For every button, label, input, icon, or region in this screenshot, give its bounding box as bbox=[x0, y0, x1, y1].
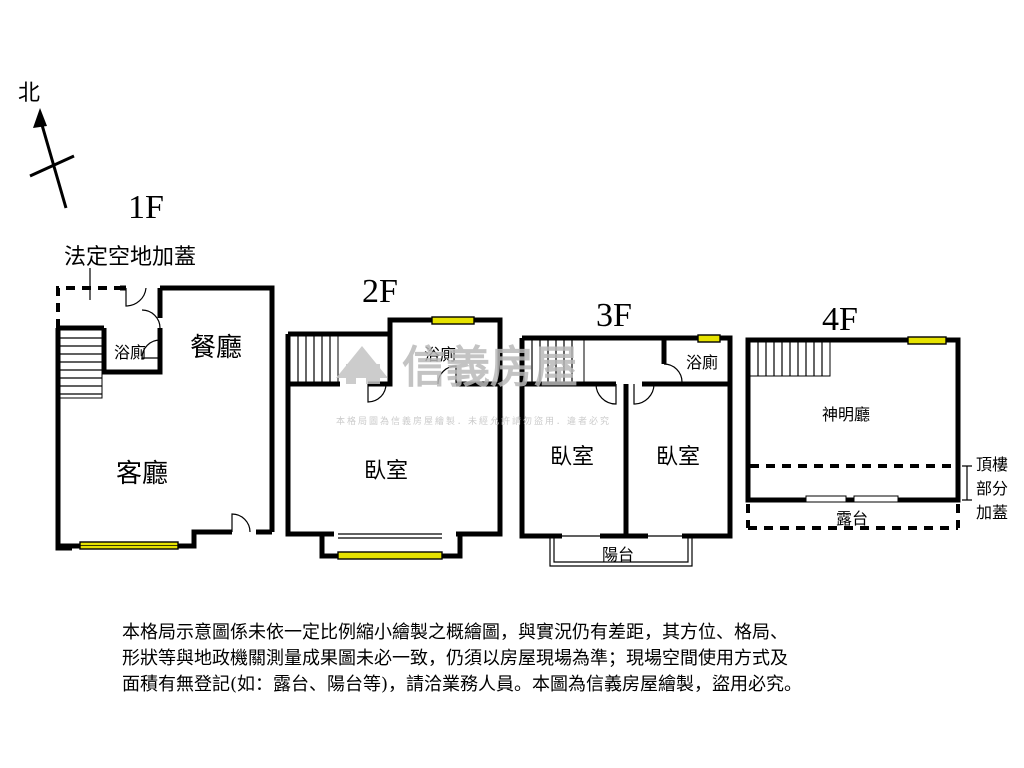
north-compass: 北 bbox=[18, 81, 75, 209]
rooftop-note-bracket bbox=[962, 465, 972, 501]
floor-4f-title: 4F bbox=[822, 301, 858, 338]
door-1f-entrance bbox=[231, 513, 251, 533]
watermark-brand: 信義房屋 bbox=[402, 342, 578, 393]
room-3f-bedroom-right: 臥室 bbox=[656, 445, 700, 470]
window-2f-bay bbox=[337, 551, 443, 560]
floor-1f: 1F 法定空地加蓋 浴廁 餐廳 客廳 bbox=[55, 189, 275, 551]
window-4f bbox=[907, 336, 947, 345]
wall-2f-left bbox=[285, 334, 334, 537]
door-2f-bath bbox=[437, 365, 457, 385]
door-3f-bath bbox=[663, 363, 683, 383]
door-1f-bath bbox=[141, 339, 161, 359]
sliding-door-4f-right bbox=[853, 495, 899, 503]
balcony-3f-rail bbox=[549, 536, 693, 567]
floor-2f-title: 2F bbox=[362, 273, 398, 310]
window-2f-bath bbox=[431, 316, 475, 325]
floor-2f: 2F 浴廁 臥室 bbox=[285, 273, 503, 560]
brand-logo-icon bbox=[336, 346, 388, 384]
annex-label: 法定空地加蓋 bbox=[64, 245, 196, 270]
rooftop-note-line-2: 部分 bbox=[976, 479, 1008, 498]
door-1f-annex bbox=[125, 287, 147, 307]
wall-1f-bath bbox=[101, 328, 163, 375]
disclaimer-line: 形狀等與地政機關測量成果圖未必一致，仍須以房屋現場為準；現場空間使用方式及 bbox=[122, 648, 788, 669]
rooftop-note-line-1: 頂樓 bbox=[976, 455, 1008, 474]
sliding-door-4f-left bbox=[805, 495, 847, 503]
door-1f-upper bbox=[141, 309, 161, 329]
room-2f-bedroom: 臥室 bbox=[364, 459, 408, 484]
room-4f-shrine: 神明廳 bbox=[822, 405, 870, 424]
floor-3f: 3F 浴廁 臥室 臥室 陽台 bbox=[519, 297, 733, 567]
stairs-1f bbox=[59, 329, 103, 399]
room-1f-dining: 餐廳 bbox=[190, 333, 242, 363]
floor-1f-title: 1F bbox=[128, 189, 164, 226]
room-3f-bedroom-left: 臥室 bbox=[550, 445, 594, 470]
disclaimer-line: 本格局示意圖係未依一定比例縮小繪製之概繪圖，與實況仍有差距，其方位、格局、 bbox=[122, 622, 788, 643]
window-3f-bath bbox=[697, 334, 721, 343]
north-arrow-icon bbox=[33, 108, 47, 128]
stairs-4f bbox=[749, 341, 831, 377]
door-3f-right-bedroom bbox=[633, 383, 655, 405]
room-3f-balcony: 陽台 bbox=[602, 545, 634, 564]
door-2f-stair bbox=[367, 383, 387, 403]
door-3f-left-bedroom bbox=[595, 383, 617, 405]
room-1f-living: 客廳 bbox=[116, 459, 168, 489]
room-2f-bath: 浴廁 bbox=[424, 345, 456, 364]
wall-3f-left bbox=[519, 338, 562, 539]
room-4f-terrace: 露台 bbox=[836, 509, 868, 528]
wall-4f-outer bbox=[745, 337, 961, 503]
watermark-notice: 本格局圖為信義房屋繪製．未經允許請勿盜用．違者必究 bbox=[336, 415, 611, 427]
stairs-2f bbox=[289, 335, 339, 383]
wall-1f-right bbox=[160, 285, 275, 532]
disclaimer-text: 本格局示意圖係未依一定比例縮小繪製之概繪圖，與實況仍有差距，其方位、格局、 形狀… bbox=[122, 620, 922, 698]
wall-3f-outer bbox=[522, 335, 733, 539]
floor-4f: 4F 神明廳 露台 頂樓 部分 加蓋 bbox=[745, 301, 1008, 530]
watermark: 信義房屋 本格局圖為信義房屋繪製．未經允許請勿盜用．違者必究 bbox=[336, 342, 611, 427]
stairs-3f bbox=[523, 339, 585, 383]
compass-label: 北 bbox=[18, 81, 40, 106]
room-3f-bath: 浴廁 bbox=[686, 353, 718, 372]
disclaimer-line: 面積有無登記(如：露台、陽台等)，請洽業務人員。本圖為信義房屋繪製，盜用必究。 bbox=[122, 674, 803, 695]
floor-3f-title: 3F bbox=[596, 297, 632, 334]
room-1f-bath: 浴廁 bbox=[114, 343, 146, 362]
annex-dashed-wall bbox=[56, 286, 120, 328]
rooftop-note-line-3: 加蓋 bbox=[976, 503, 1008, 522]
